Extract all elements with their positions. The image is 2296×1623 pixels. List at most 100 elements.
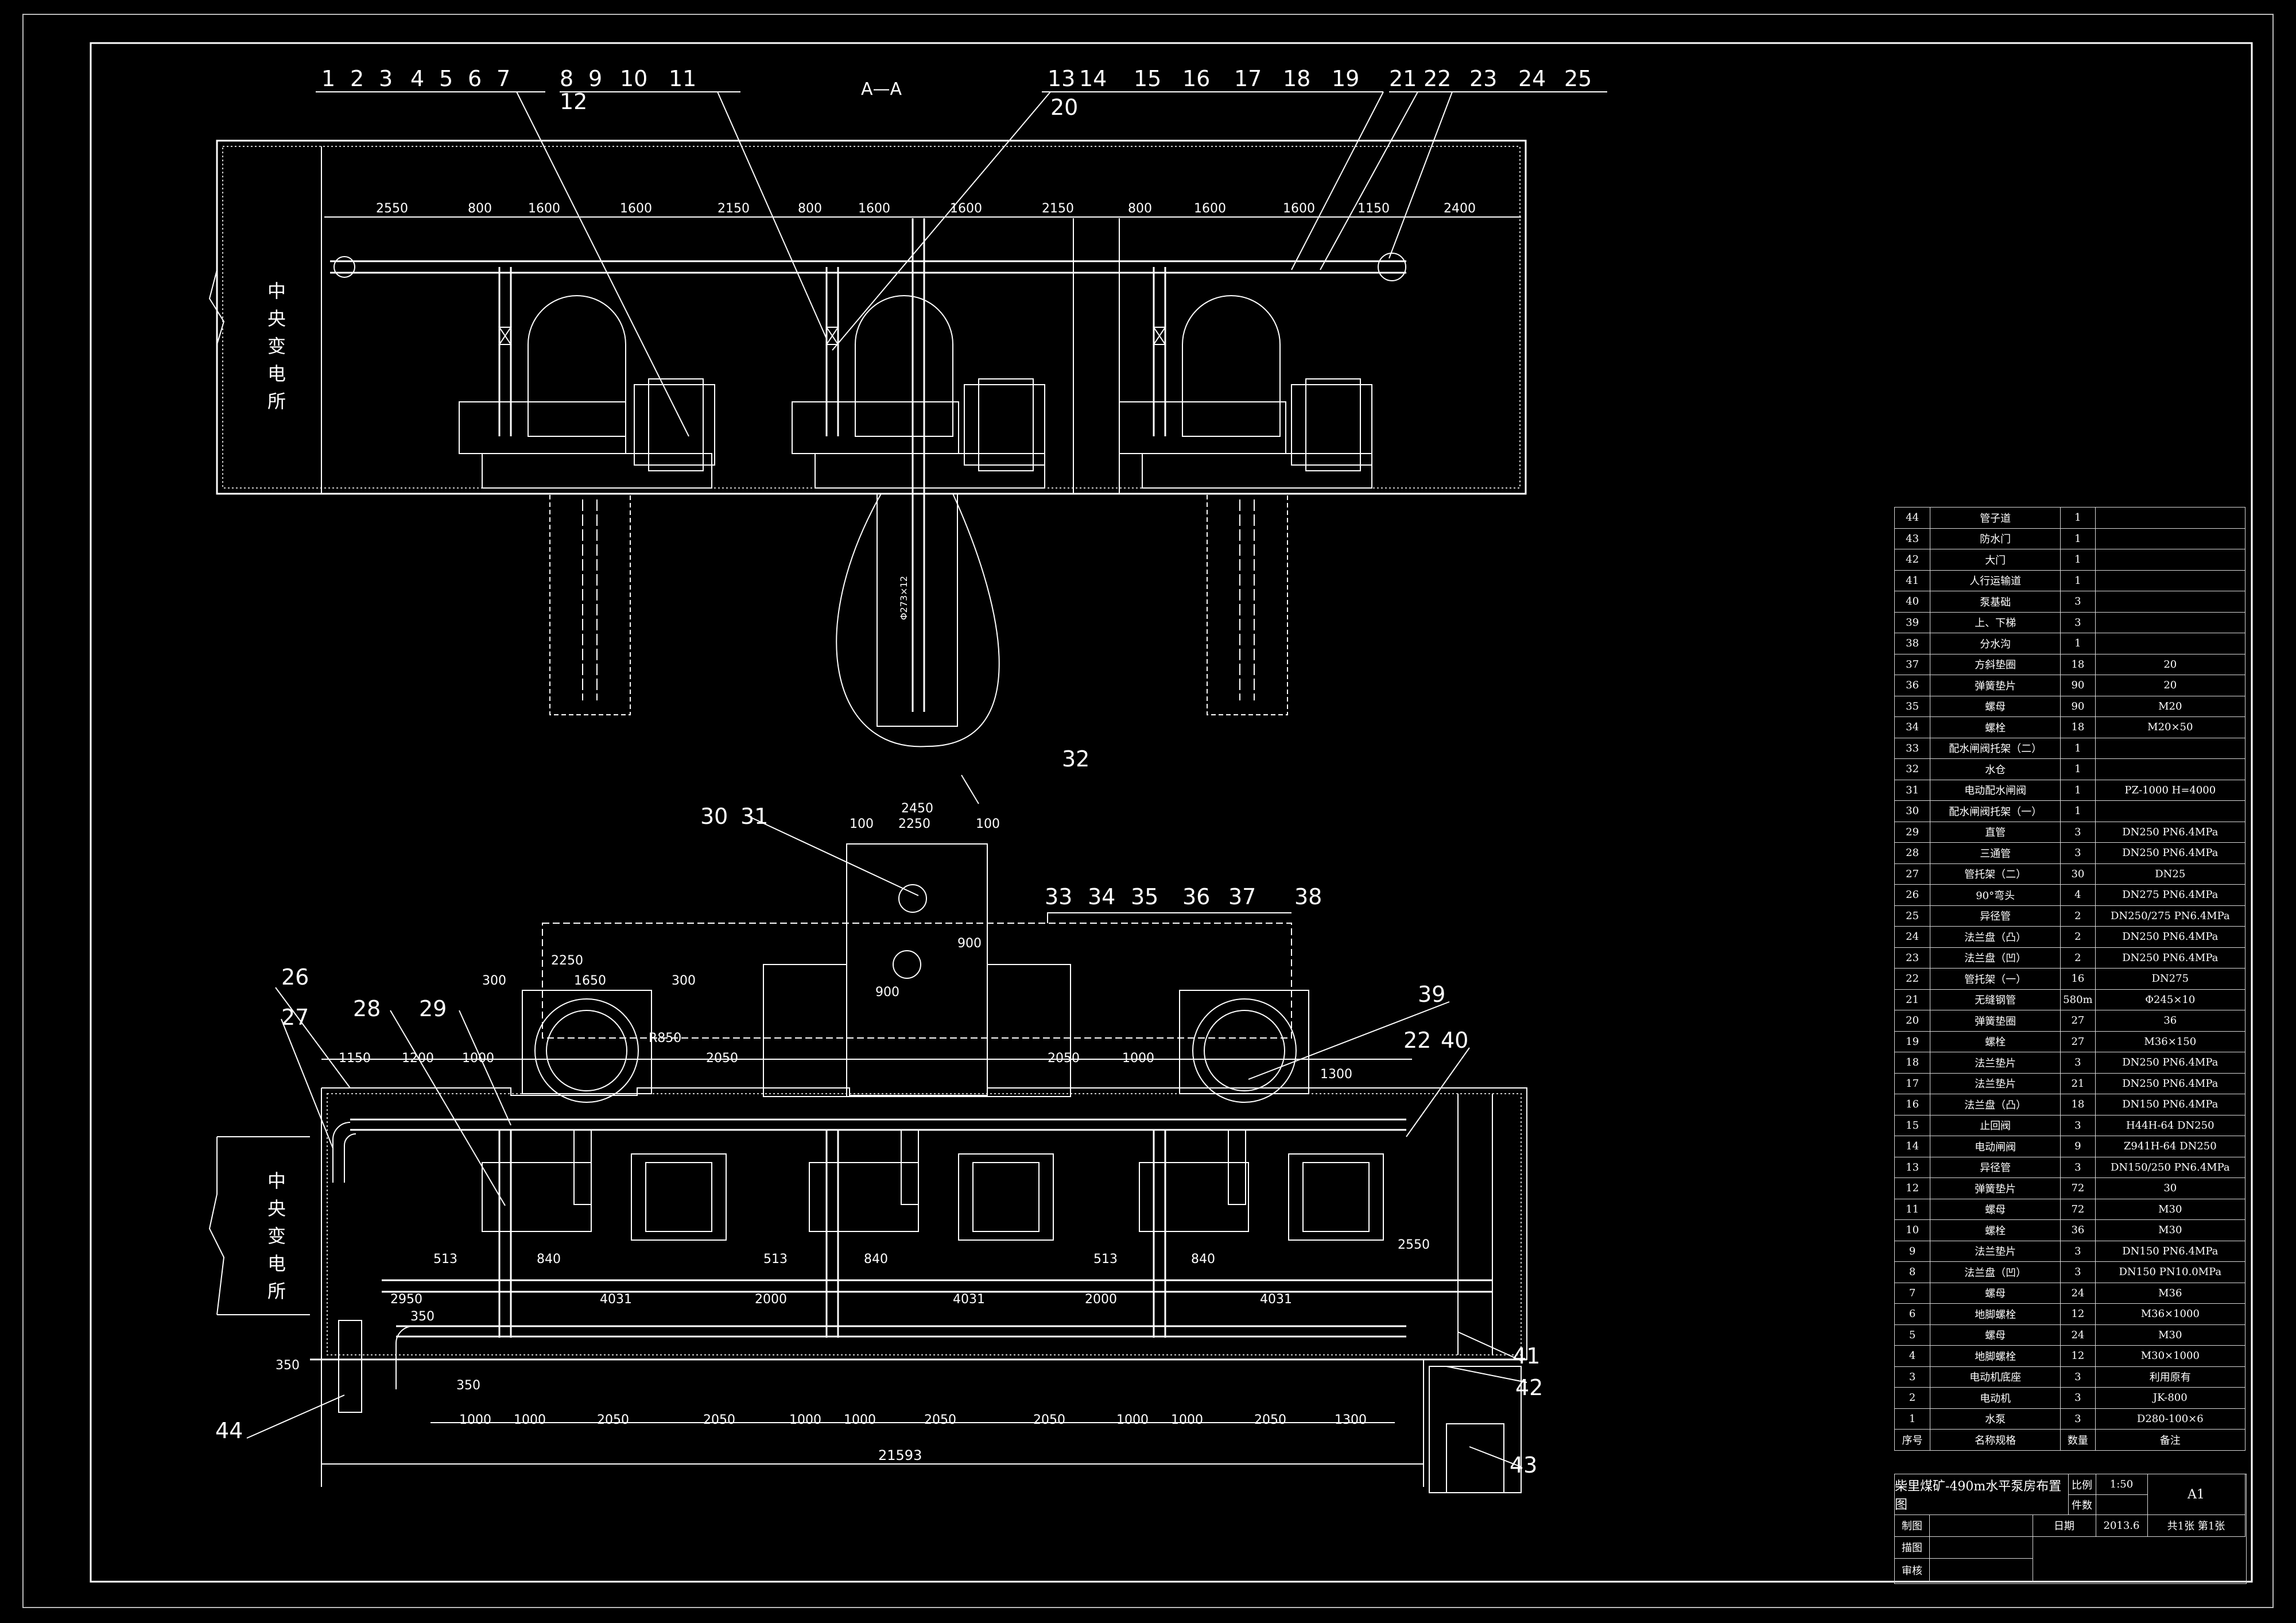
- parts-cell-spec: M30: [2095, 1219, 2246, 1241]
- dimension-label: 4031: [1260, 1292, 1292, 1307]
- callout-label: 2: [350, 66, 364, 91]
- parts-cell-name: 法兰盘（凹）: [1930, 947, 2061, 969]
- dimension-label: 2450: [901, 801, 933, 816]
- parts-cell-qty: 90: [2060, 695, 2096, 717]
- parts-cell-name: 异径管: [1930, 1156, 2061, 1178]
- checked-value: [1929, 1558, 2033, 1582]
- parts-cell-no: 20: [1894, 1010, 1931, 1032]
- parts-cell-name: 上、下梯: [1930, 611, 2061, 633]
- callout-label: 7: [497, 66, 510, 91]
- callout-label: 14: [1079, 66, 1107, 91]
- dimension-label: 350: [410, 1310, 435, 1324]
- parts-cell-qty: 1: [2060, 549, 2096, 571]
- parts-cell-qty: 2: [2060, 905, 2096, 927]
- parts-cell-name: 配水闸阀托架（一）: [1930, 800, 2061, 822]
- callout-label: 23: [1469, 66, 1497, 91]
- parts-cell-spec: DN250/275 PN6.4MPa: [2095, 905, 2246, 927]
- callout-label: 35: [1131, 884, 1158, 909]
- parts-cell-no: 40: [1894, 591, 1931, 613]
- parts-cell-name: 法兰盘（凸）: [1930, 1094, 2061, 1115]
- parts-cell-spec: DN250 PN6.4MPa: [2095, 821, 2246, 843]
- parts-cell-name: 配水闸阀托架（二）: [1930, 737, 2061, 759]
- parts-cell-no: 8: [1894, 1261, 1931, 1283]
- room-label-bottom: 中央变电所: [265, 1171, 286, 1309]
- parts-cell-name: 管托架（二）: [1930, 863, 2061, 885]
- parts-cell-name: 电动机底座: [1930, 1366, 2061, 1388]
- dimension-label: 2000: [755, 1292, 787, 1307]
- parts-cell-no: 6: [1894, 1303, 1931, 1325]
- callout-label: 40: [1441, 1028, 1468, 1053]
- dimension-label: 900: [957, 936, 982, 951]
- parts-cell-no: 23: [1894, 947, 1931, 969]
- parts-cell-name: 分水沟: [1930, 633, 2061, 654]
- parts-cell-spec: M36×1000: [2095, 1303, 2246, 1325]
- pump-unit-1: [459, 267, 715, 489]
- parts-cell-spec: 20: [2095, 653, 2246, 675]
- parts-cell-qty: 3: [2060, 611, 2096, 633]
- pump-plan-3: [1139, 1129, 1384, 1338]
- callout-label: 11: [669, 66, 696, 91]
- parts-cell-name: 螺栓: [1930, 1219, 2061, 1241]
- callout-label: 22: [1424, 66, 1451, 91]
- parts-cell-spec: M20: [2095, 695, 2246, 717]
- parts-cell-name: 三通管: [1930, 842, 2061, 864]
- parts-cell-name: 大门: [1930, 549, 2061, 571]
- dimension-label: 800: [798, 202, 822, 216]
- dimension-label: 2050: [706, 1051, 738, 1066]
- parts-cell-spec: M20×50: [2095, 716, 2246, 738]
- callout-label: 22: [1403, 1028, 1431, 1053]
- parts-cell-qty: 1: [2060, 570, 2096, 591]
- callout-label: 38: [1294, 884, 1322, 909]
- traced-label: 描图: [1895, 1536, 1930, 1559]
- pump-unit-3: [1119, 267, 1372, 489]
- dimension-label: 2050: [703, 1413, 735, 1427]
- dimension-label: 2150: [718, 202, 750, 216]
- dimension-label: 513: [1093, 1252, 1118, 1266]
- parts-cell-qty: 1: [2060, 800, 2096, 822]
- parts-cell-name: 弹簧垫片: [1930, 1177, 2061, 1199]
- parts-cell-name: 螺母: [1930, 1282, 2061, 1304]
- parts-cell-name: 弹簧垫圈: [1930, 1010, 2061, 1032]
- parts-cell-no: 11: [1894, 1198, 1931, 1220]
- parts-cell-qty: 27: [2060, 1010, 2096, 1032]
- parts-cell-name: 法兰垫片: [1930, 1052, 2061, 1074]
- room-label-top: 中央变电所: [265, 281, 286, 419]
- dimension-label: 1600: [620, 202, 652, 216]
- callout-label: 24: [1518, 66, 1546, 91]
- callout-label: 33: [1045, 884, 1072, 909]
- parts-cell-qty: 12: [2060, 1303, 2096, 1325]
- parts-cell-spec: DN250 PN6.4MPa: [2095, 926, 2246, 948]
- callout-label: 19: [1332, 66, 1359, 91]
- parts-cell-spec: DN250 PN6.4MPa: [2095, 842, 2246, 864]
- checked-label: 审核: [1895, 1558, 1930, 1582]
- dimension-label: 1600: [950, 202, 982, 216]
- parts-cell-name: 方斜垫圈: [1930, 653, 2061, 675]
- parts-cell-name: 法兰垫片: [1930, 1240, 2061, 1262]
- parts-cell-no: 31: [1894, 779, 1931, 801]
- parts-cell-qty: 36: [2060, 1219, 2096, 1241]
- callout-label: 6: [468, 66, 482, 91]
- inner-border: [90, 42, 2253, 1583]
- parts-cell-name: 异径管: [1930, 905, 2061, 927]
- parts-cell-qty: 3: [2060, 842, 2096, 864]
- parts-cell-spec: [2095, 549, 2246, 571]
- dimension-label: 1000: [462, 1051, 494, 1066]
- dimension-label: 2050: [1254, 1413, 1286, 1427]
- dimension-label: 1000: [459, 1413, 491, 1427]
- callout-label: 1: [321, 66, 335, 91]
- parts-cell-no: 10: [1894, 1219, 1931, 1241]
